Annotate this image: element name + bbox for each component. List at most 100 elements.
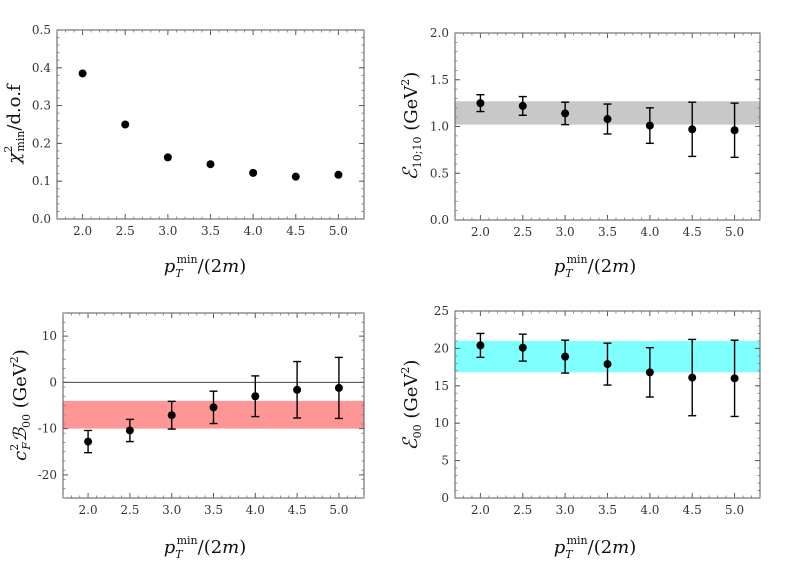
- panel-3-ylabel: ℰ00 (GeV2): [398, 360, 424, 451]
- x-tick-label: 3.0: [158, 224, 177, 238]
- y-tick-label: 2.0: [430, 26, 449, 40]
- y-tick-label: 0.4: [32, 61, 51, 75]
- y-tick-label: 0.2: [32, 136, 51, 150]
- x-tick-label: 3.5: [598, 225, 617, 239]
- y-tick-label: 0.1: [32, 174, 51, 188]
- y-tick-label: 0.5: [430, 166, 449, 180]
- x-tick-label: 2.5: [513, 503, 532, 517]
- data-point: [125, 426, 134, 435]
- x-tick-label: 3.0: [556, 225, 575, 239]
- data-point: [206, 160, 215, 169]
- data-point: [730, 374, 739, 383]
- panel-3-xlabel: pTmin/(2m): [554, 534, 637, 561]
- plot-frame: [454, 310, 761, 499]
- y-tick-label: -20: [38, 468, 57, 482]
- x-tick-label: 3.5: [598, 503, 617, 517]
- data-point: [561, 109, 570, 118]
- data-point: [167, 411, 176, 420]
- x-tick-label: 4.5: [683, 225, 702, 239]
- svg-text:ℰ10;10 (GeV2): ℰ10;10 (GeV2): [398, 72, 424, 181]
- x-tick-label: 2.5: [120, 503, 139, 517]
- data-point: [121, 120, 130, 129]
- data-point: [645, 121, 654, 130]
- panel-2-xlabel: pTmin/(2m): [164, 534, 247, 561]
- x-tick-label: 2.0: [73, 224, 92, 238]
- x-tick-label: 2.0: [79, 503, 98, 517]
- plot-frame: [56, 29, 365, 220]
- panel-e1010: 2.0 2.5 3.0 3.5 4.0 4.5 5.0 0.0 0.5 1.0 1.5 2.0: [430, 26, 761, 239]
- panel-cfb00: 2.0 2.5 3.0 3.5 4.0 4.5 5.0 -20 -10 0 10: [38, 312, 365, 517]
- x-tick-label: 5.0: [329, 224, 348, 238]
- panel-0-xlabel: pTmin/(2m): [164, 253, 247, 280]
- svg-text:ℰ00 (GeV2): ℰ00 (GeV2): [398, 360, 424, 451]
- x-tick-label: 2.5: [116, 224, 135, 238]
- data-point: [645, 368, 654, 377]
- svg-text:pTmin/(2m): pTmin/(2m): [164, 253, 247, 280]
- y-tick-label: 5: [441, 454, 449, 468]
- panel-e00: 2.0 2.5 3.0 3.5 4.0 4.5 5.0 0 5 10 15 20 25: [434, 304, 761, 517]
- panel-1-xlabel: pTmin/(2m): [554, 253, 637, 280]
- x-tick-label: 4.5: [286, 224, 305, 238]
- data-point: [249, 168, 258, 177]
- panel-chi2: 2.0 2.5 3.0 3.5 4.0 4.5 5.0 0.0 0.1 0.2 0.3 0.4 0.5: [32, 23, 365, 238]
- x-tick-label: 4.5: [683, 503, 702, 517]
- x-tick-label: 3.5: [201, 224, 220, 238]
- svg-text:χ2min/d.o.f: χ2min/d.o.f: [2, 83, 27, 166]
- x-tick-label: 4.5: [288, 503, 307, 517]
- data-point: [334, 383, 343, 392]
- y-tick-label: 15: [434, 379, 449, 393]
- x-tick-label: 4.0: [244, 224, 263, 238]
- data-point: [603, 115, 612, 124]
- y-tick-label: 0: [441, 491, 449, 505]
- svg-text:pTmin/(2m): pTmin/(2m): [554, 253, 637, 280]
- y-tick-label: 20: [434, 341, 449, 355]
- data-point: [291, 172, 300, 181]
- x-tick-label: 3.0: [162, 503, 181, 517]
- panel-1-ylabel: ℰ10;10 (GeV2): [398, 72, 424, 181]
- data-point: [688, 125, 697, 134]
- data-point: [293, 385, 302, 394]
- data-point: [84, 437, 93, 446]
- x-tick-label: 4.0: [640, 503, 659, 517]
- svg-text:pTmin/(2m): pTmin/(2m): [554, 534, 637, 561]
- data-point: [603, 360, 612, 369]
- data-point: [518, 101, 527, 110]
- x-tick-label: 4.0: [640, 225, 659, 239]
- data-point: [688, 373, 697, 382]
- x-tick-label: 2.0: [471, 225, 490, 239]
- data-point: [518, 343, 527, 352]
- x-tick-label: 4.0: [246, 503, 265, 517]
- data-point: [334, 170, 343, 179]
- x-tick-label: 5.0: [329, 503, 348, 517]
- x-tick-label: 5.0: [725, 503, 744, 517]
- data-point: [251, 392, 260, 401]
- data-point: [78, 69, 87, 78]
- data-point: [730, 126, 739, 135]
- y-tick-label: 0.0: [32, 212, 51, 226]
- x-tick-label: 5.0: [725, 225, 744, 239]
- y-tick-label: -10: [38, 422, 57, 436]
- data-point: [476, 341, 485, 350]
- x-tick-label: 3.5: [204, 503, 223, 517]
- svg-text:c2Fℬ00 (GeV2): c2Fℬ00 (GeV2): [8, 349, 33, 461]
- y-tick-label: 0.0: [430, 213, 449, 227]
- y-tick-label: 0.5: [32, 23, 51, 37]
- data-point: [209, 403, 218, 412]
- data-point: [163, 153, 172, 162]
- panel-2-ylabel: c2Fℬ00 (GeV2): [8, 349, 33, 461]
- x-tick-label: 2.0: [471, 503, 490, 517]
- svg-text:pTmin/(2m): pTmin/(2m): [164, 534, 247, 561]
- y-tick-label: 0.3: [32, 99, 51, 113]
- y-tick-label: 10: [42, 329, 57, 343]
- panel-0-ylabel: χ2min/d.o.f: [2, 83, 27, 166]
- y-tick-label: 25: [434, 304, 449, 318]
- x-tick-label: 2.5: [513, 225, 532, 239]
- y-tick-label: 1.5: [430, 73, 449, 87]
- y-tick-label: 1.0: [430, 120, 449, 134]
- x-tick-label: 3.0: [556, 503, 575, 517]
- data-point: [476, 99, 485, 108]
- y-tick-label: 0: [49, 375, 57, 389]
- data-point: [561, 352, 570, 361]
- y-tick-label: 10: [434, 416, 449, 430]
